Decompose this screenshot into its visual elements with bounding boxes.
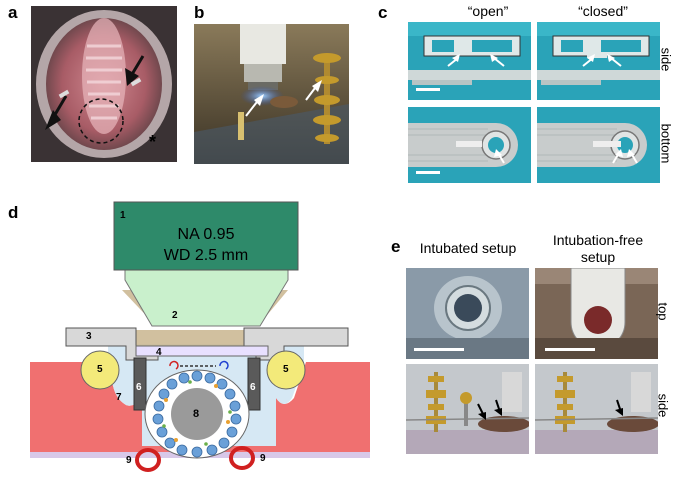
callout-6-right: 6 — [250, 382, 256, 393]
panel-c-bottom-open — [408, 107, 531, 183]
row-label-top: top — [655, 302, 671, 321]
scale-bar — [545, 348, 595, 351]
side-intubated-drawing — [406, 364, 529, 454]
panel-c-side-closed — [537, 22, 660, 100]
panel-e-side-intubated — [406, 364, 529, 454]
scale-bar — [416, 88, 440, 91]
callout-7: 7 — [116, 392, 122, 403]
panel-b-photo — [194, 24, 349, 164]
side-closed-drawing — [537, 22, 660, 85]
row-label-side-e: side — [655, 393, 671, 418]
callout-6-left: 6 — [136, 382, 142, 393]
callout-9-left: 9 — [126, 455, 132, 466]
imaging-window-schematic — [30, 201, 370, 472]
microscope-setup-drawing — [194, 24, 349, 164]
callout-4: 4 — [156, 347, 162, 358]
col-header-closed: “closed” — [578, 3, 628, 19]
epithelial-cells — [152, 370, 242, 458]
panel-a-photo: * — [31, 6, 177, 162]
blood-vessel-left — [135, 448, 161, 472]
panel-label-c: c — [378, 3, 388, 22]
panel-label-d: d — [8, 203, 19, 222]
callout-1: 1 — [120, 210, 126, 221]
panel-e-top-intubated — [406, 268, 529, 359]
col-header-open: “open” — [467, 3, 509, 19]
callout-9-right: 9 — [260, 453, 266, 464]
scale-bar — [414, 348, 464, 351]
bottom-open-drawing — [408, 123, 518, 167]
objective-body — [113, 201, 299, 271]
objective-na-text: NA 0.95 — [177, 226, 235, 243]
col-header-free-line2: setup — [580, 249, 616, 265]
panel-label-b: b — [194, 3, 205, 22]
callout-5-left: 5 — [97, 364, 103, 375]
airway-lumen — [171, 388, 223, 440]
objective-wd-text: WD 2.5 mm — [163, 247, 249, 264]
col-header-intubated: Intubated setup — [419, 240, 517, 256]
scale-bar — [416, 171, 440, 174]
col-header-free-line1: Intubation-free — [552, 232, 644, 248]
row-label-bottom: bottom — [658, 123, 674, 164]
panel-c-bottom-closed — [537, 107, 660, 183]
panel-label-e: e — [391, 237, 401, 256]
callout-3: 3 — [86, 331, 92, 342]
callout-2: 2 — [172, 310, 178, 321]
vacuum-pillar-right — [247, 357, 261, 411]
panel-label-a: a — [8, 3, 18, 22]
side-open-drawing — [408, 22, 531, 85]
callout-8: 8 — [193, 408, 200, 420]
coverslip — [135, 345, 269, 357]
holder-plate-left — [65, 327, 159, 361]
side-free-drawing — [535, 364, 658, 454]
top-free-drawing — [535, 268, 658, 359]
o-ring-right — [266, 350, 306, 390]
asterisk-mark: * — [149, 132, 157, 152]
panel-e-side-free — [535, 364, 658, 454]
panel-c-side-open — [408, 22, 531, 100]
vacuum-pillar-left — [133, 357, 147, 411]
blood-vessel-right — [229, 446, 255, 470]
panel-e-top-free — [535, 268, 658, 359]
row-label-side: side — [658, 47, 674, 72]
callout-5-right: 5 — [283, 364, 289, 375]
top-intubated-drawing — [406, 268, 529, 359]
o-ring-left — [80, 350, 120, 390]
bottom-closed-drawing — [537, 123, 647, 167]
trachea-photo-drawing — [31, 6, 177, 162]
